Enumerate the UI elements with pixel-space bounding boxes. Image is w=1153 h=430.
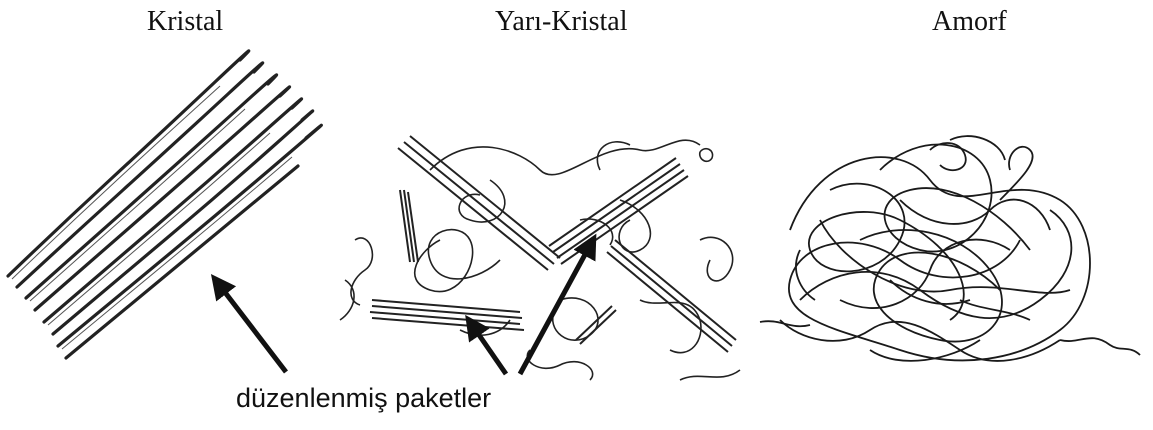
amorphous-tangle [760, 136, 1140, 361]
arrow-crystal [214, 278, 286, 372]
crystalline-chains [8, 51, 321, 358]
arrow-lamella-2 [520, 238, 594, 374]
caption-ordered-packets: düzenlenmiş paketler [236, 383, 491, 414]
semi-crystalline-tangle [340, 140, 740, 380]
arrows [214, 238, 594, 374]
